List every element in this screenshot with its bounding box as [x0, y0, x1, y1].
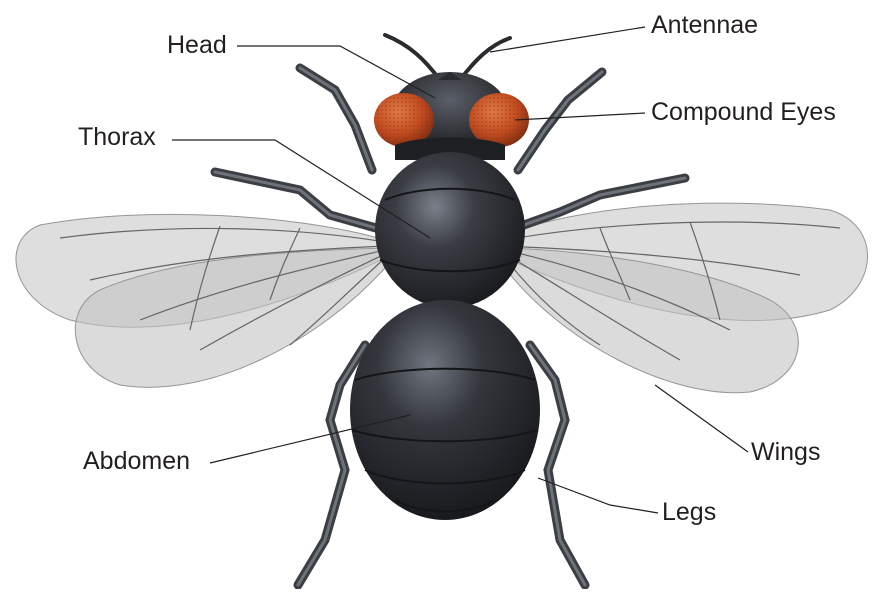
label-antennae: Antennae [651, 13, 758, 38]
antenna-right [460, 38, 510, 80]
leg-front-right [518, 72, 602, 170]
label-legs: Legs [662, 500, 716, 525]
antenna-left [385, 35, 440, 80]
leg-hind-right [530, 345, 585, 585]
leg-front-left [300, 68, 372, 170]
thorax-shape [375, 138, 525, 309]
label-compound-eyes: Compound Eyes [651, 100, 836, 125]
label-abdomen: Abdomen [83, 449, 190, 474]
abdomen-shape [350, 300, 540, 520]
label-wings: Wings [751, 440, 820, 465]
label-head: Head [167, 33, 227, 58]
label-thorax: Thorax [78, 125, 156, 150]
leader-wings [655, 385, 748, 452]
leader-antennae [490, 27, 645, 52]
leader-compound-eyes [515, 113, 645, 120]
